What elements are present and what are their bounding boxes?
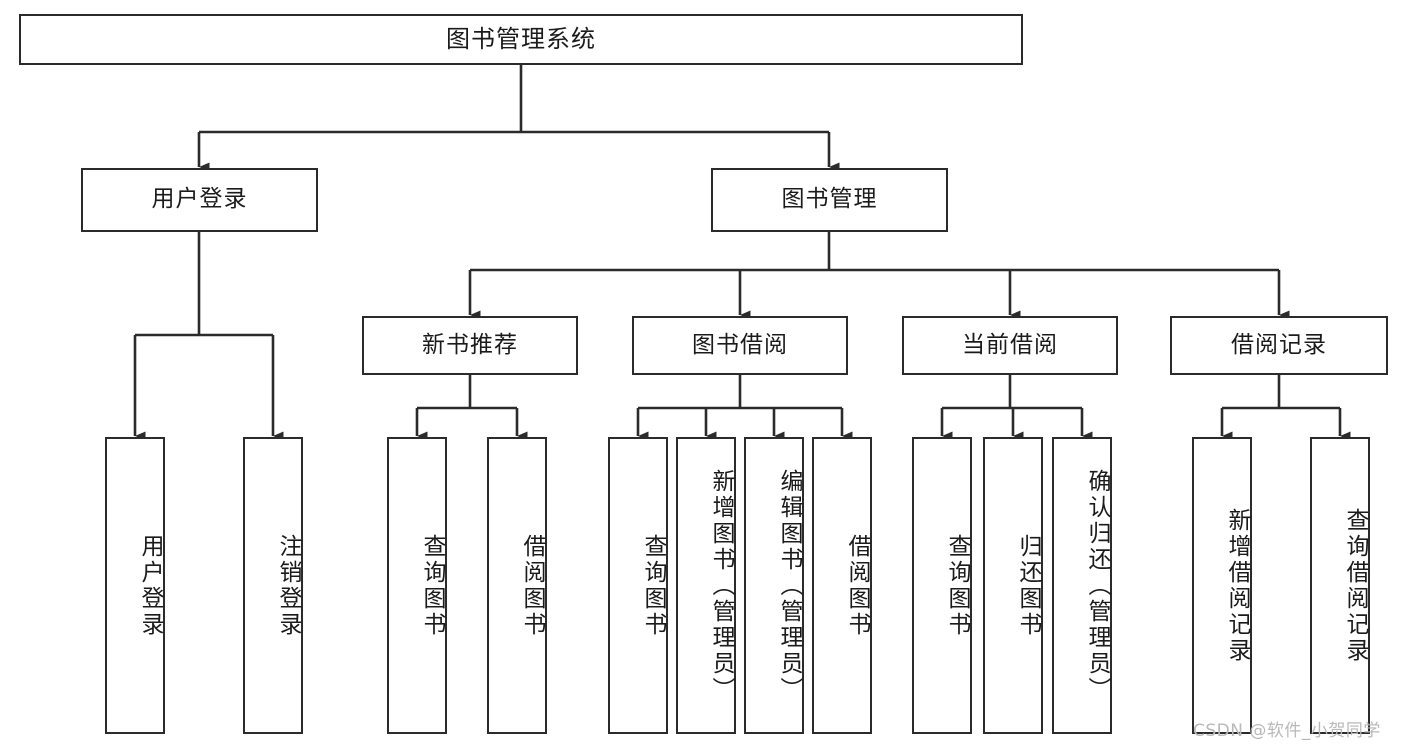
node-label: 新增借阅记录: [1224, 507, 1250, 664]
node-label: 新增图书（管理员）: [708, 468, 734, 703]
csdn-watermark: CSDN @软件_小贺同学: [1193, 721, 1381, 741]
node-label: 借阅图书: [844, 533, 870, 638]
node-leaf-add-record[interactable]: 新增借阅记录: [1192, 437, 1252, 734]
node-leaf-confirm-return[interactable]: 确认归还（管理员）: [1052, 437, 1112, 734]
node-leaf-query-book-1[interactable]: 查询图书: [387, 437, 447, 734]
node-leaf-user-login[interactable]: 用户登录: [105, 437, 165, 734]
node-label: 查询图书: [419, 533, 445, 638]
node-label: 确认归还（管理员）: [1084, 468, 1110, 703]
node-current-borrow[interactable]: 当前借阅: [902, 316, 1118, 375]
node-leaf-query-book-2[interactable]: 查询图书: [608, 437, 668, 734]
node-label: 借阅图书: [519, 533, 545, 638]
node-label: 图书管理系统: [446, 25, 596, 54]
node-label: 查询借阅记录: [1342, 507, 1368, 664]
node-leaf-edit-book[interactable]: 编辑图书（管理员）: [744, 437, 804, 734]
node-label: 用户登录: [151, 186, 248, 213]
node-label: 查询图书: [640, 533, 666, 638]
node-label: 编辑图书（管理员）: [776, 468, 802, 703]
node-book-borrow[interactable]: 图书借阅: [632, 316, 848, 375]
node-leaf-return-book[interactable]: 归还图书: [983, 437, 1043, 734]
node-leaf-query-book-3[interactable]: 查询图书: [912, 437, 972, 734]
node-borrow-record[interactable]: 借阅记录: [1170, 316, 1388, 375]
node-user-login[interactable]: 用户登录: [81, 168, 318, 232]
node-leaf-borrow-book-1[interactable]: 借阅图书: [487, 437, 547, 734]
node-label: 注销登录: [275, 533, 301, 638]
node-leaf-query-record[interactable]: 查询借阅记录: [1310, 437, 1370, 734]
node-label: 归还图书: [1015, 533, 1041, 638]
node-label: 新书推荐: [422, 331, 518, 358]
node-label: 借阅记录: [1231, 331, 1327, 358]
node-leaf-add-book[interactable]: 新增图书（管理员）: [676, 437, 736, 734]
node-label: 用户登录: [137, 533, 163, 638]
node-new-book-recommend[interactable]: 新书推荐: [362, 316, 578, 375]
node-book-manage[interactable]: 图书管理: [711, 168, 948, 232]
node-label: 查询图书: [944, 533, 970, 638]
node-root[interactable]: 图书管理系统: [19, 14, 1023, 65]
node-label: 图书借阅: [692, 331, 788, 358]
node-leaf-borrow-book-2[interactable]: 借阅图书: [812, 437, 872, 734]
node-label: 图书管理: [781, 186, 878, 213]
node-leaf-logout[interactable]: 注销登录: [243, 437, 303, 734]
node-label: 当前借阅: [962, 331, 1058, 358]
